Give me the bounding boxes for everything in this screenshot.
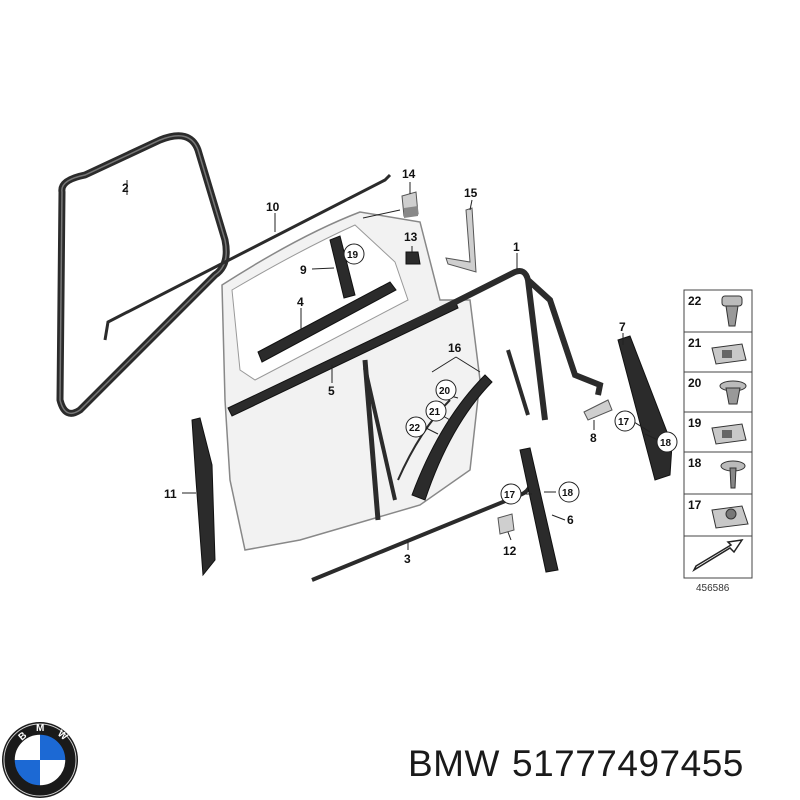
svg-text:19: 19: [347, 250, 359, 261]
legend-label-21: 21: [688, 336, 702, 350]
legend-label-22: 22: [688, 294, 702, 308]
svg-text:22: 22: [409, 423, 421, 434]
direction-arrow-icon: [688, 539, 748, 574]
part-1-window-frame: [358, 268, 604, 421]
part-16-glass-channel: [363, 367, 397, 501]
drawing-number: 456586: [696, 583, 730, 594]
svg-text:20: 20: [439, 386, 451, 397]
part-7-b-pillar-trim: [617, 335, 673, 481]
label-15: 15: [464, 186, 478, 200]
part-6-trim: [519, 447, 559, 573]
label-7: 7: [619, 320, 626, 334]
part-8-bracket: [583, 399, 613, 421]
label-12: 12: [503, 544, 517, 558]
part-12-small-clip: [497, 513, 515, 535]
part-20-arc-trim: [411, 374, 493, 501]
label-13: 13: [404, 230, 418, 244]
legend-label-20: 20: [688, 376, 702, 390]
bmw-logo: B M W: [2, 722, 78, 798]
part-15-bracket: [445, 207, 477, 273]
svg-text:21: 21: [429, 407, 441, 418]
part-11-pillar-trim: [191, 417, 216, 577]
part-10-seal-strip: [103, 173, 392, 341]
circle-label-17-left: 17: [500, 483, 522, 505]
circle-label-21: 21: [425, 400, 447, 422]
fastener-22-icon: [721, 295, 743, 327]
fastener-18-icon: [720, 460, 746, 489]
svg-text:M: M: [36, 723, 44, 734]
svg-text:18: 18: [562, 488, 574, 499]
svg-text:18: 18: [660, 438, 672, 449]
label-1: 1: [513, 240, 520, 254]
label-6: 6: [567, 513, 574, 527]
label-11: 11: [164, 487, 177, 501]
part-number: 51777497455: [512, 743, 744, 784]
label-2: 2: [122, 181, 129, 195]
label-14: 14: [402, 167, 416, 181]
circle-label-18-right: 18: [656, 431, 678, 453]
door-window-opening: [231, 224, 409, 381]
label-10: 10: [266, 200, 280, 214]
circle-label-17-right: 17: [614, 410, 636, 432]
label-9: 9: [300, 263, 307, 277]
circle-label-18-left: 18: [558, 481, 580, 503]
fastener-19-icon: [711, 423, 747, 445]
svg-text:17: 17: [504, 490, 516, 501]
part-13-plug: [405, 251, 421, 265]
circle-label-19: 19: [343, 243, 365, 265]
label-8: 8: [590, 431, 597, 445]
part-9-triangle-trim: [329, 235, 356, 299]
legend-label-17: 17: [688, 498, 702, 512]
part-4-window-strip: [257, 281, 397, 363]
label-4: 4: [297, 295, 304, 309]
label-5: 5: [328, 384, 335, 398]
legend-label-19: 19: [688, 416, 702, 430]
fastener-21-icon: [711, 343, 747, 365]
circle-label-22: 22: [405, 416, 427, 438]
fastener-legend: 22 21 20 19 18 17: [683, 289, 753, 579]
fastener-20-icon: [719, 380, 747, 405]
label-3: 3: [404, 552, 411, 566]
fastener-17-icon: [711, 505, 749, 529]
circle-label-20: 20: [435, 379, 457, 401]
label-16: 16: [448, 341, 462, 355]
brand-label: BMW: [408, 743, 500, 784]
legend-label-18: 18: [688, 456, 702, 470]
svg-text:17: 17: [618, 417, 630, 428]
